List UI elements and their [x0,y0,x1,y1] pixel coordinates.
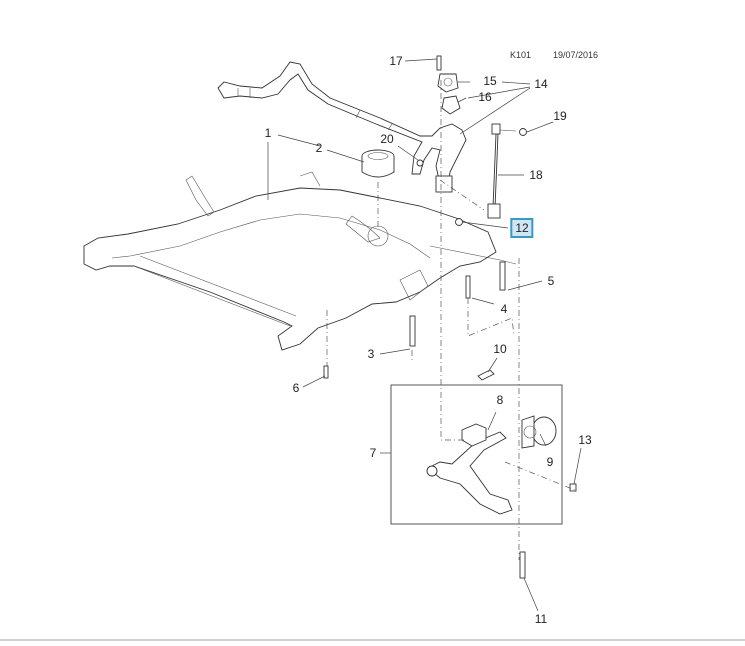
callout-7[interactable]: 7 [369,446,377,460]
callout-6[interactable]: 6 [292,381,300,395]
subframe[interactable] [83,171,517,351]
callout-14[interactable]: 14 [534,77,548,91]
bushing-9[interactable] [521,415,557,449]
bolt-17[interactable] [436,55,442,71]
callout-16[interactable]: 16 [478,90,492,104]
callout-17[interactable]: 17 [389,54,403,68]
leader-lines [267,58,582,612]
stabilizer-bar[interactable] [217,61,467,193]
bolt-3[interactable] [409,315,416,347]
callout-15[interactable]: 15 [483,74,497,88]
callout-12[interactable]: 12 [510,218,534,238]
nut-13[interactable] [569,483,577,492]
bolt-10[interactable] [477,369,495,381]
bushing[interactable] [441,95,461,115]
callout-10[interactable]: 10 [493,342,507,356]
bolt-4[interactable] [465,275,471,299]
diagram-date: 19/07/2016 [553,50,599,60]
callout-4[interactable]: 4 [500,302,508,316]
clamp-bracket[interactable] [437,73,459,93]
callout-8[interactable]: 8 [496,393,504,407]
callout-18[interactable]: 18 [529,168,543,182]
control-arm[interactable] [426,431,513,515]
callout-20[interactable]: 20 [380,132,394,146]
callout-1[interactable]: 1 [264,126,272,140]
callout-13[interactable]: 13 [578,433,592,447]
callout-2[interactable]: 2 [315,141,323,155]
bolt-11[interactable] [519,551,526,579]
bolt-6[interactable] [323,365,329,379]
subframe-mount[interactable] [361,149,395,178]
callout-11[interactable]: 11 [534,612,548,626]
bottom-divider [0,639,745,641]
bolt-5[interactable] [499,261,506,291]
diagram-code: K101 [510,50,532,60]
callout-5[interactable]: 5 [547,274,555,288]
control-arm-kit-box [390,384,563,525]
callout-19[interactable]: 19 [553,109,567,123]
callout-9[interactable]: 9 [546,455,554,469]
nut-12[interactable] [455,218,463,226]
nut-20[interactable] [416,159,424,167]
stabilizer-link[interactable] [487,123,527,219]
callout-3[interactable]: 3 [367,347,375,361]
